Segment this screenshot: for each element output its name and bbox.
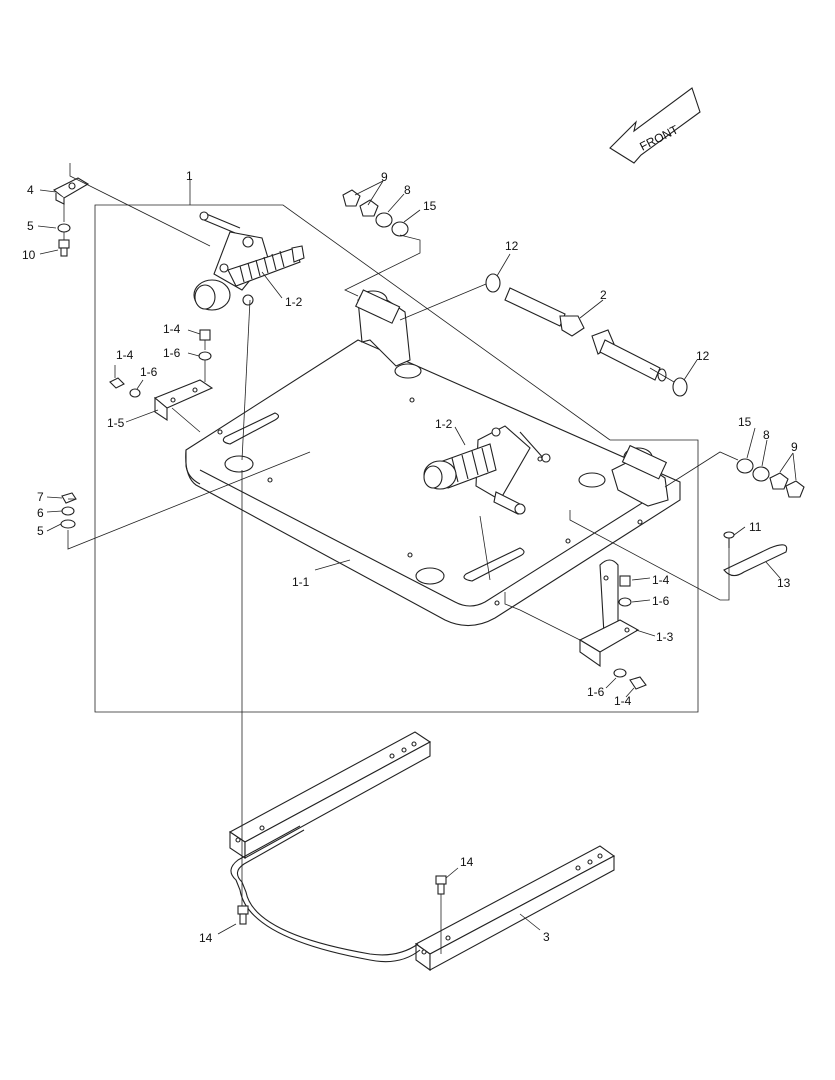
washer-1-6-a xyxy=(198,351,212,361)
nut-9-d xyxy=(785,480,805,498)
leader-lines xyxy=(37,163,797,954)
washer-12-upper xyxy=(485,273,501,293)
screw-11 xyxy=(723,531,735,548)
pin-2-b xyxy=(591,329,667,382)
label-1-2: 1-2 xyxy=(285,295,303,309)
label-14: 14 xyxy=(199,931,213,945)
washer-15-upper xyxy=(391,221,409,237)
bolt-1-4-d xyxy=(629,676,647,690)
hinge-bracket-rear xyxy=(354,289,411,367)
label-14: 14 xyxy=(460,855,474,869)
label-1-4: 1-4 xyxy=(116,348,134,362)
label-1: 1 xyxy=(186,169,193,183)
plate-hole xyxy=(224,455,254,473)
label-3: 3 xyxy=(543,930,550,944)
bolt-1-4-c xyxy=(619,575,631,587)
bracket-13 xyxy=(723,544,788,577)
washer-15-right xyxy=(736,458,754,474)
label-1-4: 1-4 xyxy=(163,322,181,336)
label-10: 10 xyxy=(22,248,36,262)
label-15: 15 xyxy=(423,199,437,213)
nut-9-a xyxy=(342,189,361,207)
label-1-4: 1-4 xyxy=(614,694,632,708)
adjuster-bar xyxy=(230,825,421,963)
plate-hole xyxy=(394,363,422,379)
label-8: 8 xyxy=(404,183,411,197)
nut-9-c xyxy=(769,472,789,490)
plate-hole xyxy=(415,567,445,585)
bracket-1-5 xyxy=(109,377,214,422)
nut-9-b xyxy=(359,199,379,217)
callout-labels: 1 4 5 10 9 8 15 12 2 12 1-2 1-4 1-6 1-4 … xyxy=(22,169,798,945)
label-1-1: 1-1 xyxy=(292,575,310,589)
label-6: 6 xyxy=(37,506,44,520)
label-1-6: 1-6 xyxy=(140,365,158,379)
label-1-6: 1-6 xyxy=(587,685,605,699)
label-1-4: 1-4 xyxy=(652,573,670,587)
label-1-5: 1-5 xyxy=(107,416,125,430)
washer-6 xyxy=(61,506,75,516)
washer-1-6-d xyxy=(613,668,627,678)
label-1-6: 1-6 xyxy=(652,594,670,608)
bolt-1-4-a xyxy=(199,329,211,341)
assembly-frame xyxy=(94,204,699,713)
hinge-bracket-front xyxy=(611,444,669,507)
latch-assembly-upper xyxy=(193,211,305,311)
label-9: 9 xyxy=(381,170,388,184)
label-12: 12 xyxy=(696,349,710,363)
label-1-3: 1-3 xyxy=(656,630,674,644)
washer-5-lower xyxy=(60,519,76,529)
latch-assembly-lower xyxy=(423,425,551,515)
label-12: 12 xyxy=(505,239,519,253)
bolt-14-right xyxy=(435,875,447,895)
label-13: 13 xyxy=(777,576,791,590)
clip-4 xyxy=(52,177,90,205)
slide-rail-left xyxy=(228,731,432,860)
pin-2-a xyxy=(504,287,585,337)
washer-8-right xyxy=(752,466,770,482)
plate-hole xyxy=(578,472,606,488)
washer-5-upper xyxy=(57,223,71,233)
bolt-14-left xyxy=(237,905,249,925)
label-5: 5 xyxy=(27,219,34,233)
label-1-6: 1-6 xyxy=(163,346,181,360)
label-5: 5 xyxy=(37,524,44,538)
front-arrow: FRONT xyxy=(609,87,701,164)
slide-rail-right xyxy=(414,845,616,972)
label-1-2: 1-2 xyxy=(435,417,453,431)
washer-12-lower xyxy=(672,377,688,397)
bracket-1-3 xyxy=(578,559,640,668)
washer-1-6-c xyxy=(618,597,632,607)
label-2: 2 xyxy=(600,288,607,302)
label-7: 7 xyxy=(37,490,44,504)
label-4: 4 xyxy=(27,183,34,197)
washer-8-upper xyxy=(375,212,393,228)
label-9: 9 xyxy=(791,440,798,454)
label-11: 11 xyxy=(749,520,762,534)
bolt-10 xyxy=(58,239,70,257)
nut-7 xyxy=(61,492,77,504)
label-15: 15 xyxy=(738,415,752,429)
label-8: 8 xyxy=(763,428,770,442)
